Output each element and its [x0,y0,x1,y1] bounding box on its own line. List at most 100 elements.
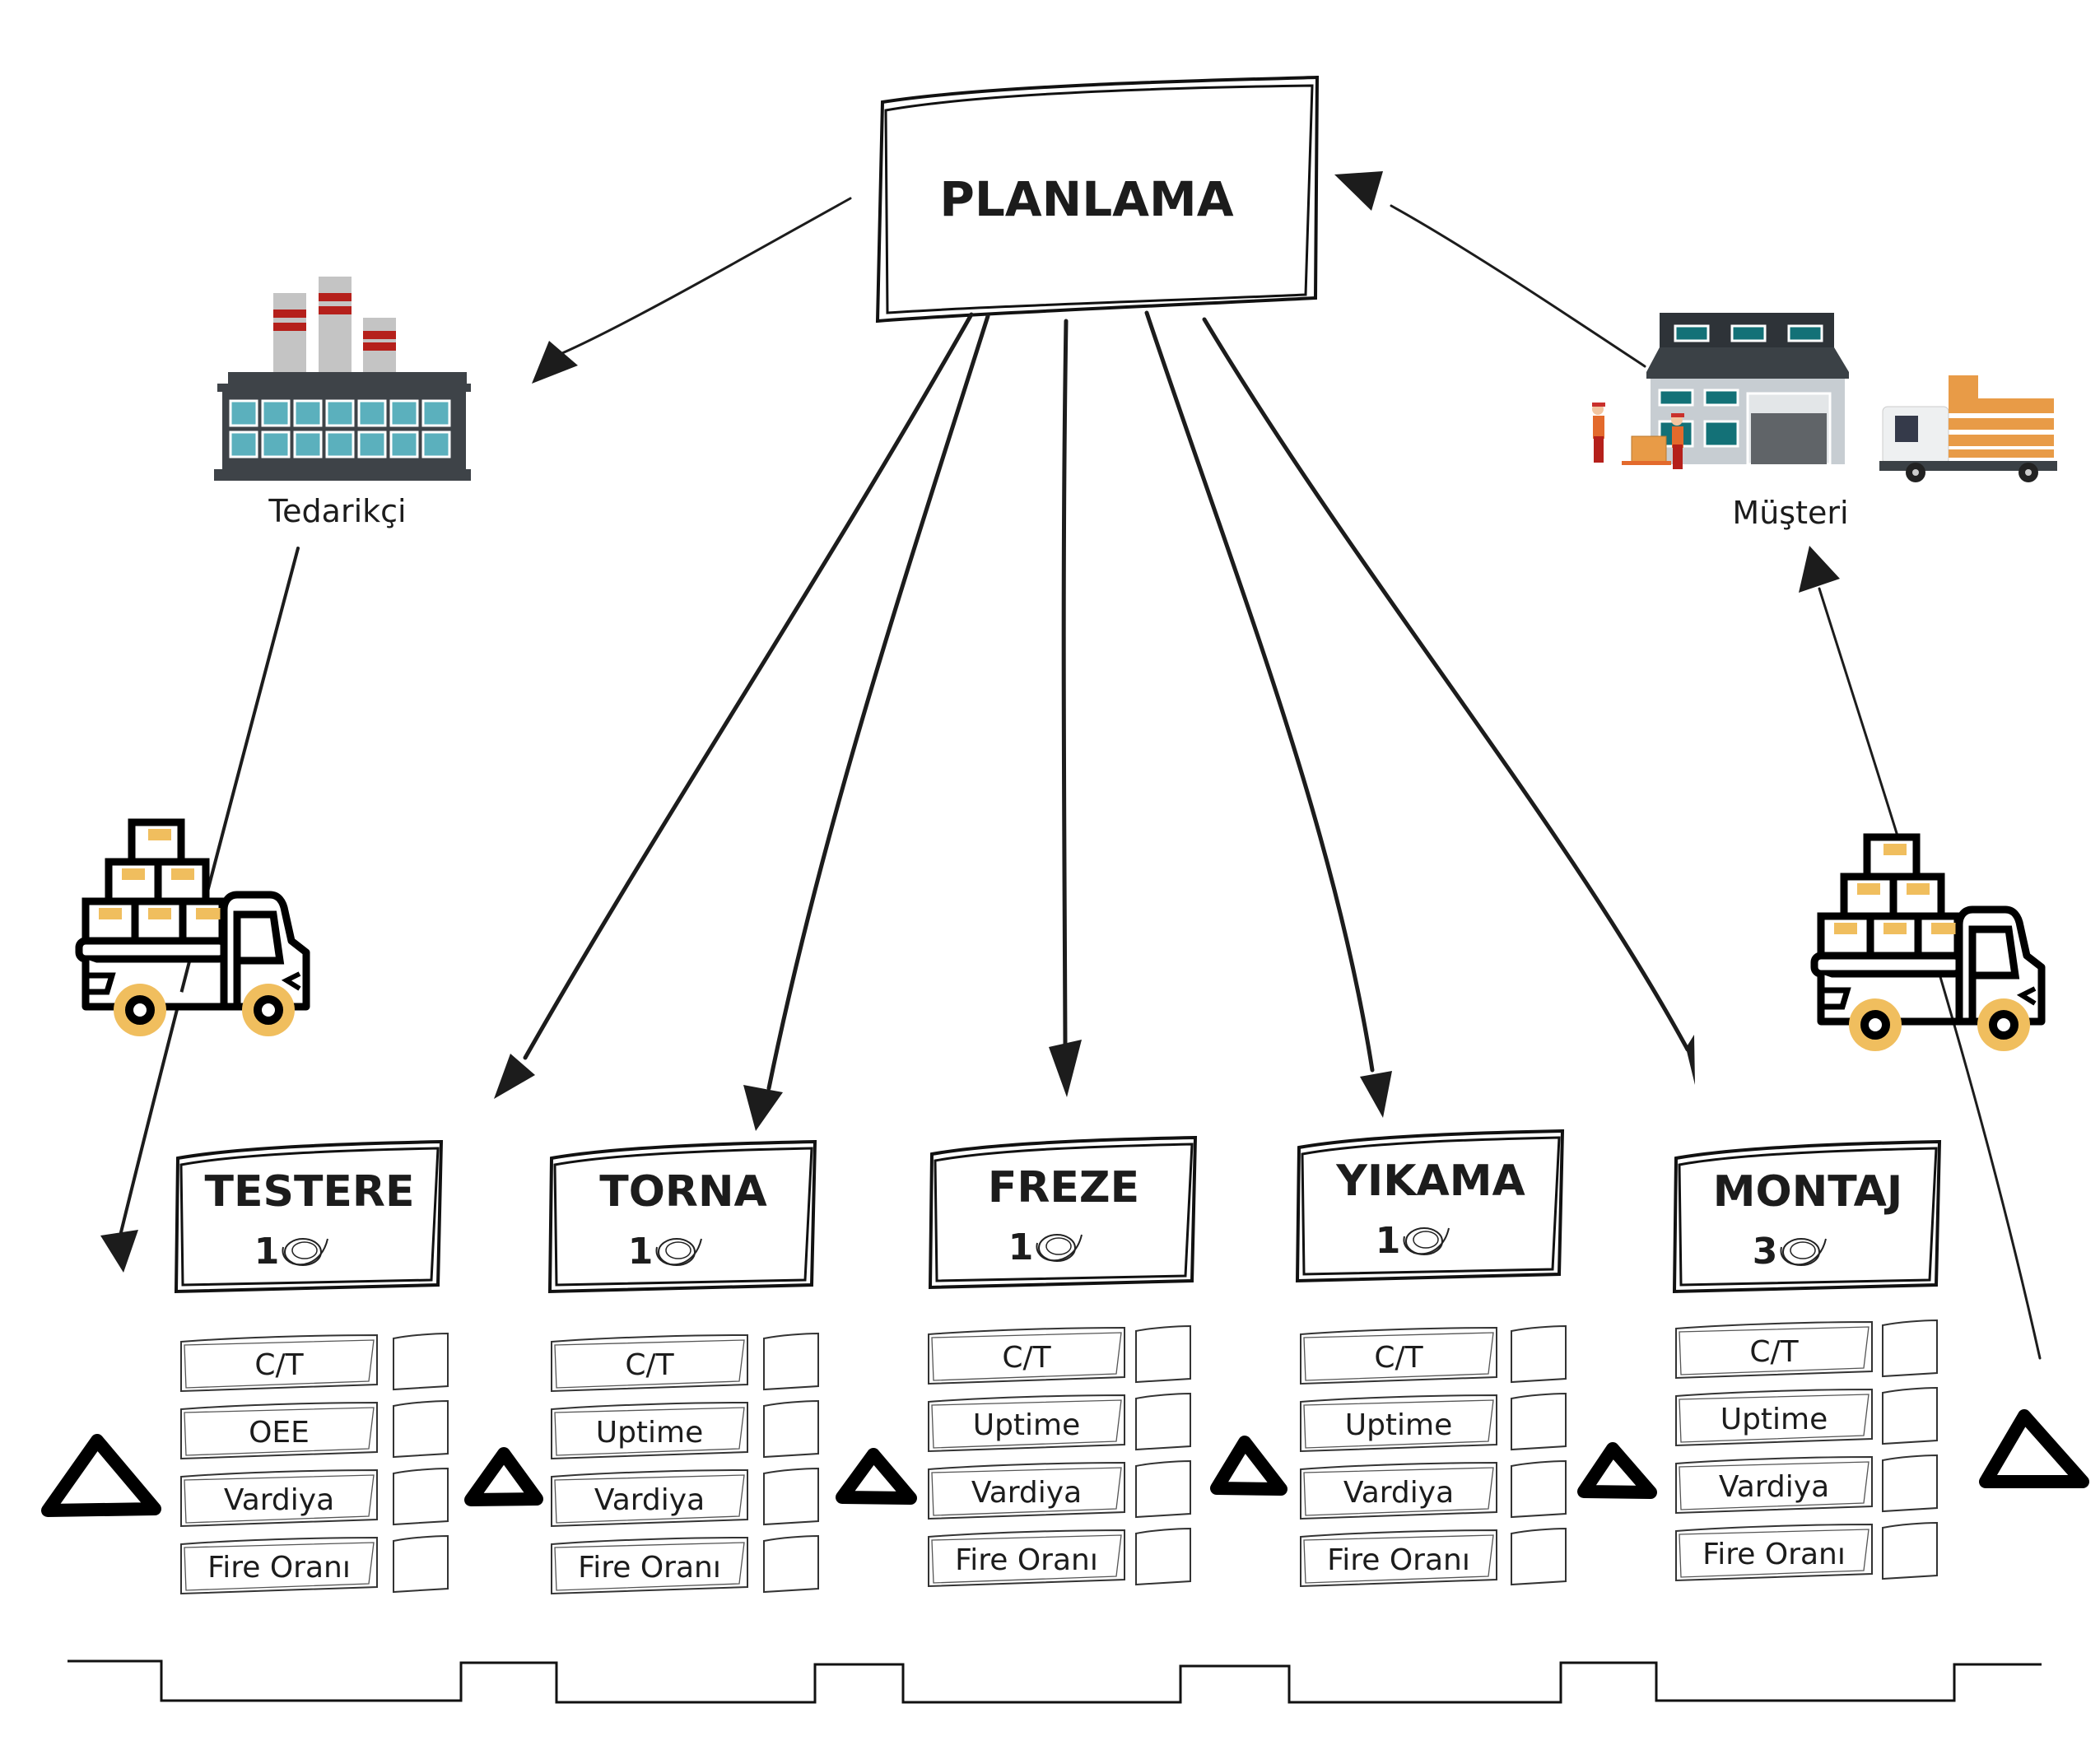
planning-box[interactable]: PLANLAMA [875,75,1320,323]
customer-label: Müşteri [1732,495,1848,531]
metric-value-cell[interactable] [1135,1527,1191,1586]
metric-row: Fire Oranı [551,1534,819,1595]
metric-row: C/T [1675,1319,1938,1380]
process-box [547,1139,817,1294]
metric-label-cell-border [184,1339,375,1389]
metric-label-cell [1675,1388,1873,1447]
factory-window [325,399,355,427]
metric-value-cell[interactable] [1882,1454,1938,1513]
factory-window [229,431,258,458]
inventory-triangle-icon[interactable] [1210,1436,1287,1496]
metric-label: Uptime [1345,1408,1453,1442]
metric-value-cell[interactable] [1135,1392,1191,1451]
supplier[interactable]: Tedarikçi [214,277,471,529]
metric-value-cell[interactable] [1135,1324,1191,1384]
process-box [1672,1139,1942,1294]
metric-value-cell[interactable] [1135,1459,1191,1519]
metric-label: Vardiya [594,1483,705,1517]
metric-row: C/T [180,1332,449,1393]
metric-label-cell [1675,1523,1873,1582]
process-title: TORNA [599,1167,766,1217]
metric-value-cell[interactable] [1882,1319,1938,1378]
metric-row: Fire Oranı [180,1534,449,1595]
metric-value-cell[interactable] [1882,1386,1938,1445]
metric-value-cell[interactable] [1511,1527,1567,1586]
metric-label: Vardiya [971,1476,1082,1510]
metric-row: Uptime [1300,1392,1567,1453]
metric-row: Vardiya [180,1467,449,1528]
metric-value-cell[interactable] [1882,1521,1938,1580]
metric-value-cell[interactable] [1511,1324,1567,1384]
metric-label: C/T [625,1348,674,1382]
metric-label-cell [1675,1320,1873,1380]
metric-value-cell[interactable] [1511,1459,1567,1519]
metric-value-cell[interactable] [393,1534,449,1594]
metric-label-cell-border [554,1339,745,1389]
factory-window [421,399,451,427]
arrow-planning-to-freze [1061,319,1069,1048]
process-box [928,1135,1198,1290]
metric-label-cell [551,1468,748,1528]
metric-label: Vardiya [1343,1476,1454,1510]
inbound-truck [79,822,306,1036]
customer[interactable]: Müşteri [1592,313,2057,531]
metric-label-cell [928,1529,1125,1588]
process-box [1295,1129,1565,1283]
inventory-triangle-icon[interactable] [836,1448,917,1505]
arrow-customer-to-planning [1390,204,1646,368]
arrow-planning-to-testere [523,312,974,1060]
metric-value-cell[interactable] [393,1332,449,1391]
factory-window [325,431,355,458]
metric-label: Fire Oranı [578,1551,721,1585]
inventory-triangle-icon[interactable] [464,1447,543,1506]
metric-label-cell-border [184,1474,375,1524]
metric-value-cell[interactable] [763,1399,819,1459]
metric-label: Vardiya [224,1483,334,1517]
metric-label: C/T [1749,1335,1799,1369]
metric-label-cell [1300,1461,1497,1520]
process-title: MONTAJ [1713,1167,1903,1217]
arrow-planning-to-yikama [1144,310,1375,1073]
metric-row: Fire Oranı [928,1527,1191,1588]
operator-count: 1 [1376,1220,1401,1262]
planning-title: PLANLAMA [939,171,1233,227]
timeline [68,1659,2042,1704]
inventory-triangle-icon[interactable] [1577,1442,1657,1499]
inventory-triangle-icon[interactable] [41,1434,161,1517]
arrow-head [743,1085,783,1131]
metric-value-cell[interactable] [393,1399,449,1459]
process-title: FREZE [988,1163,1139,1212]
metric-label-cell-border [554,1542,745,1591]
factory-window [389,431,419,458]
metric-value-cell[interactable] [763,1534,819,1594]
factory-window [357,431,387,458]
factory-window [293,431,323,458]
metric-label-cell [551,1536,748,1595]
operator-count: 3 [1753,1231,1778,1273]
metric-label-cell-border [184,1407,375,1456]
metric-row: Vardiya [551,1467,819,1528]
metric-value-cell[interactable] [393,1467,449,1526]
inventory-triangle-icon[interactable] [1979,1409,2089,1488]
metric-row: Fire Oranı [1300,1527,1567,1588]
metric-value-cell[interactable] [763,1332,819,1391]
factory-window [357,399,387,427]
factory-window [389,399,419,427]
process-box-border [934,1143,1194,1282]
metric-label-cell [1675,1455,1873,1515]
metric-label-cell-border [554,1407,745,1456]
metric-row: Uptime [551,1399,819,1460]
metric-value-cell[interactable] [763,1467,819,1526]
arrow-supplier-to-first-inventory [119,547,300,1234]
metric-value-cell[interactable] [1511,1392,1567,1451]
metric-label: Fire Oranı [1327,1543,1470,1577]
metric-label: C/T [1374,1341,1423,1375]
metric-label: Uptime [596,1416,704,1450]
